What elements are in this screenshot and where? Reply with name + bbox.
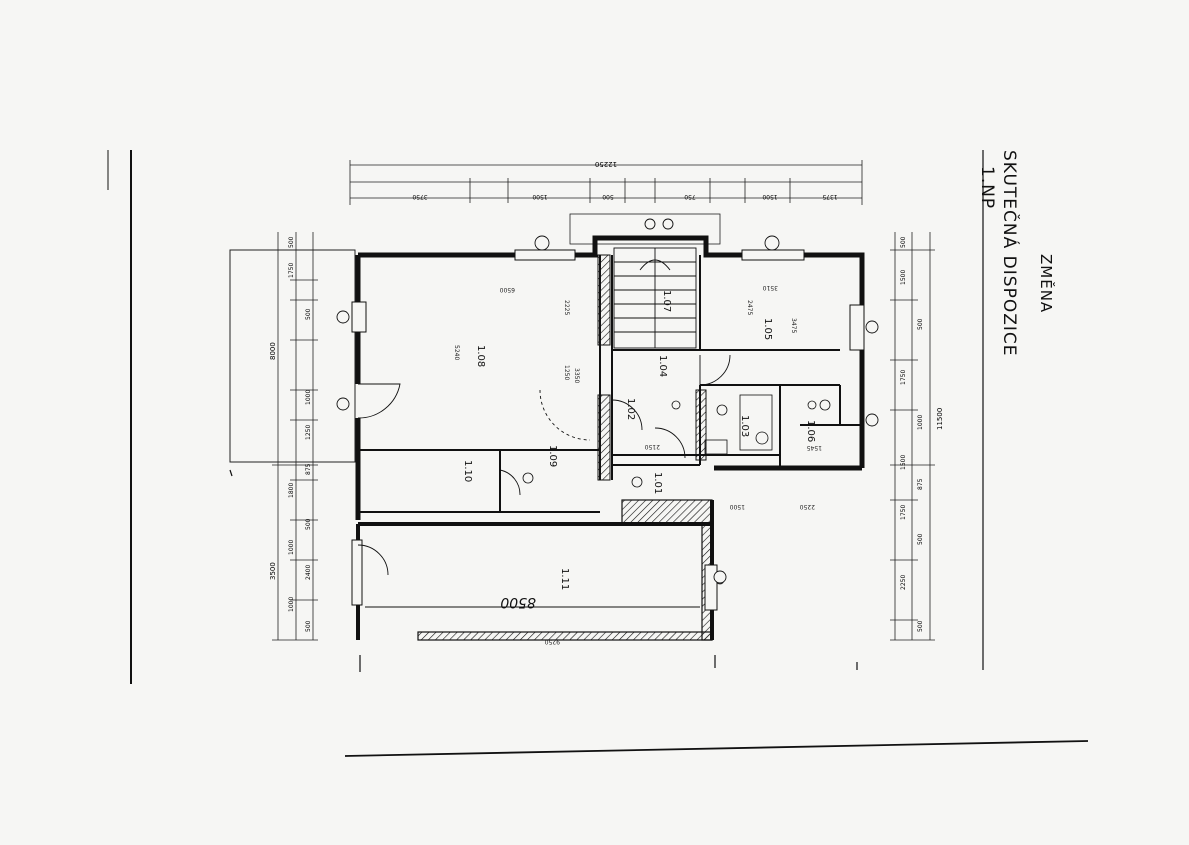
grid-axis-markers: [336, 218, 879, 584]
doors: [357, 354, 731, 576]
room-label-1-06: 1.06: [805, 420, 816, 442]
dim-depth-left: 8000: [269, 342, 277, 360]
dim-inner-8: 3475: [790, 318, 797, 333]
dim-inner-3: 2225: [563, 300, 570, 315]
staircase: [613, 247, 697, 349]
dim-left-seg-9: 1000: [288, 540, 295, 555]
terrace-outline: [229, 249, 356, 463]
dim-right-seg-6: 1500: [900, 455, 907, 470]
dim-left-seg-7: 1800: [288, 483, 295, 498]
top-dimension-chain: [349, 160, 863, 205]
dim-right-seg-11: 500: [917, 620, 924, 632]
room-label-1-05: 1.05: [762, 318, 773, 340]
dim-left-seg-5: 1250: [305, 425, 312, 440]
dim-right-seg-1: 500: [900, 236, 907, 248]
dim-left-seg-6: 875: [305, 463, 312, 475]
dim-right-seg-9: 500: [917, 533, 924, 545]
room-label-1-08: 1.08: [475, 345, 486, 367]
dim-inner-4: 1250: [563, 365, 570, 380]
upper-outline: [569, 213, 721, 245]
dim-right-seg-4: 1750: [900, 370, 907, 385]
dim-top-2: 1500: [532, 193, 547, 200]
misc-marks: [229, 469, 858, 672]
dim-top-6: 1375: [822, 193, 837, 200]
room-label-1-09: 1.09: [547, 445, 558, 467]
room-labels: 1.08 1.05 1.04 1.07 1.02 1.03 1.06 1.09 …: [462, 290, 816, 590]
left-dimension-chain: [272, 232, 318, 641]
dim-right-seg-8: 1750: [900, 505, 907, 520]
dim-right-seg-10: 2250: [900, 575, 907, 590]
dim-top-1: 3750: [412, 193, 427, 200]
room-label-1-07: 1.07: [661, 290, 672, 312]
room-label-1-02: 1.02: [625, 398, 636, 420]
dim-right-seg-2: 1500: [900, 270, 907, 285]
dim-inner-7: 2475: [746, 300, 753, 315]
dim-left-seg-4: 1000: [305, 390, 312, 405]
garage-wall-hatch-top: [621, 499, 713, 525]
dim-inner-5: 3350: [573, 368, 580, 383]
room-label-1-04: 1.04: [657, 355, 668, 377]
stair-wall-hatch-left: [597, 254, 611, 346]
right-dimension-chain: [890, 232, 935, 641]
dim-left-seg-10: 2400: [305, 565, 312, 580]
dim-inner-2: 5240: [453, 345, 460, 360]
handwritten-garage-dim: 8500: [500, 594, 536, 610]
handwritten-annotations: SKUTEČNÁ DISPOZICE 1.NP ZMĚNA: [975, 150, 1065, 570]
inner-dimensions: 6500 5240 2225 1250 3350 3510 2475 3475 …: [453, 284, 822, 645]
dim-depth-left-lower: 3500: [269, 562, 277, 580]
dim-left-seg-8: 500: [305, 518, 312, 530]
dim-left-seg-2: 1750: [288, 263, 295, 278]
stair-wall-hatch-low: [597, 394, 611, 481]
dim-top-5: 1500: [762, 193, 777, 200]
handwritten-title: SKUTEČNÁ DISPOZICE: [999, 150, 1019, 357]
room-label-1-10: 1.10: [462, 460, 473, 482]
dim-top-3: 500: [602, 193, 614, 200]
dim-total-depth: 11500: [936, 408, 944, 430]
room-label-1-01: 1.01: [652, 472, 663, 494]
sanitary-fixtures: [522, 394, 831, 585]
dim-inner-6: 3510: [763, 284, 778, 291]
dim-inner-13: 9250: [545, 638, 560, 645]
dim-right-seg-5: 1000: [917, 415, 924, 430]
room-label-1-11: 1.11: [559, 568, 570, 590]
dim-inner-11: 2250: [800, 503, 815, 510]
dim-total-width: 12250: [595, 160, 617, 168]
garage-wall-hatch-bottom: [417, 631, 713, 641]
wc-wall-hatch: [695, 389, 707, 461]
dim-inner-9: 2150: [645, 443, 660, 450]
dim-inner-1: 6500: [500, 286, 515, 293]
dim-left-seg-3: 500: [305, 308, 312, 320]
sheet-frame-bottom: [344, 740, 1089, 757]
dim-inner-12: 1545: [807, 444, 822, 451]
dim-right-seg-7: 875: [917, 478, 924, 490]
handwritten-change-note: ZMĚNA: [1037, 254, 1055, 314]
dim-inner-10: 1500: [730, 503, 745, 510]
handwritten-floor-label: 1.NP: [977, 166, 997, 210]
dim-left-seg-1: 500: [288, 236, 295, 248]
dim-right-seg-3: 500: [917, 318, 924, 330]
dim-left-seg-12: 500: [305, 620, 312, 632]
windows: [351, 249, 865, 611]
dim-left-seg-11: 1000: [288, 597, 295, 612]
room-label-1-03: 1.03: [739, 415, 750, 437]
dim-top-4: 750: [684, 193, 696, 200]
